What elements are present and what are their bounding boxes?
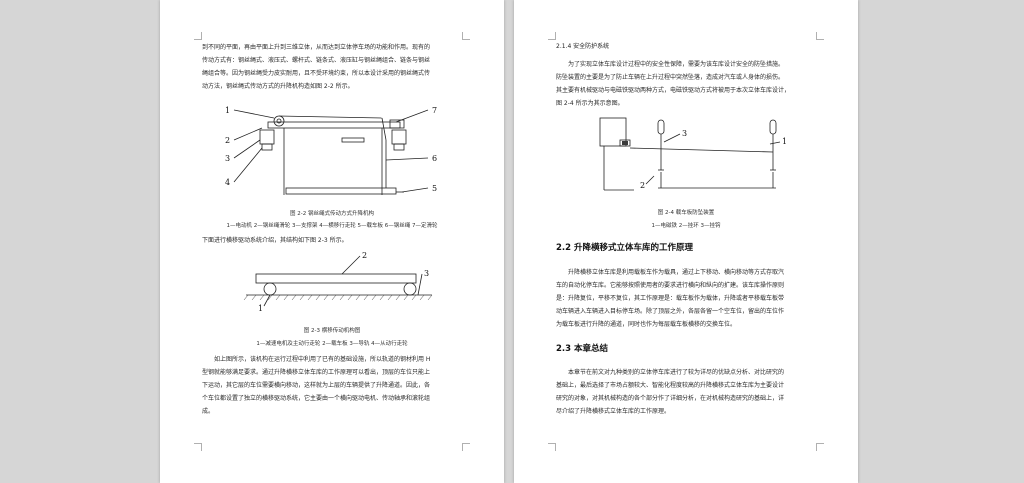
figure-callout: 3 [424, 269, 429, 278]
summary-paragraph: 本章节在前文对九种类别的立体停车库进行了较为详尽的优缺点分析、对比研究的 基础上… [556, 366, 784, 418]
text-line: 成。 [202, 408, 215, 415]
crop-mark [548, 32, 556, 40]
text-line: 防坠装置的主要是为了防止车辆在上升过程中突然坠落，造成对汽车或人身体的损伤。 [556, 74, 785, 81]
crop-mark [462, 32, 470, 40]
principle-paragraph: 升降横移立体车库是利用载板车作为载具，通过上下移动、横向移动等方式存取汽 车的自… [556, 266, 784, 331]
figure-2-2-lift-mechanism: 1 2 3 4 7 6 5 [225, 106, 437, 195]
crop-mark [816, 32, 824, 40]
figure-2-4-legend: 1—电磁铁 2—挂环 3—挂钩 [651, 223, 721, 229]
text-line: 为载车板进行升降的通道，同时也作为每层载车板横移的交换车位。 [556, 321, 737, 328]
crop-mark [548, 443, 556, 451]
figure-callout: 6 [432, 154, 437, 163]
section-heading-2-3: 2.3 本章总结 [556, 344, 609, 354]
figure-callout: 3 [682, 129, 687, 138]
document-page-left: 到不同的平面，再由平面上升到三维立体，从而达到立体停车场的功能和作用。现有的 传… [160, 0, 504, 483]
figure-2-4-caption: 图 2-4 载车板防坠装置 [657, 210, 715, 216]
text-line: 车的自动化停车库。它能够按照使用者的要求进行横向和纵向的扩建。该车库操作原则 [556, 282, 785, 289]
text-line: 研究的对象，对其机械构造的各个部分作了详细分析，在对机械构造研究的基础上，详 [556, 395, 785, 402]
transition-paragraph: 下面进行横移驱动系统介绍，其结构如下图 2-3 所示。 [202, 234, 348, 247]
section-heading-2-2: 2.2 升降横移式立体车库的工作原理 [556, 243, 694, 253]
document-page-right: 2.1.4 安全防护系统 为了实现立体车库设计过程中的安全性保障，需要为该车库设… [514, 0, 858, 483]
figure-callout: 5 [432, 184, 437, 193]
intro-paragraph: 到不同的平面，再由平面上升到三维立体，从而达到立体停车场的功能和作用。现有的 传… [202, 41, 430, 93]
text-line: 基础上，最后选择了市场占额较大、智能化程度较高的升降横移式立体车库为主要设计 [556, 382, 785, 389]
text-line: 图 2-4 所示为其示意图。 [556, 100, 624, 107]
figure-callout: 7 [432, 106, 437, 115]
figure-2-3-caption: 图 2-3 横移传动机构图 [303, 328, 361, 334]
crop-mark [194, 32, 202, 40]
figure-callout: 4 [225, 178, 230, 187]
crop-mark [816, 443, 824, 451]
text-line: 本章节在前文对九种类别的立体停车库进行了较为详尽的优缺点分析、对比研究的 [568, 369, 785, 376]
figure-callout: 1 [258, 304, 263, 312]
figure-2-2-caption: 图 2-2 钢丝绳式传动方式升降机构 [290, 211, 374, 217]
text-line: 如上图所示，该机构在运行过程中利用了已有的基础设施，所以轨道的钢材利用 H [214, 356, 431, 363]
text-line: 升降横移立体车库是利用载板车作为载具，通过上下移动、横向移动等方式存取汽 [568, 269, 785, 276]
text-line: 传动方式有：钢丝绳式、液压式、螺杆式、链条式、液压缸与钢丝绳组合、链条与钢丝 [202, 57, 431, 64]
figure-callout: 2 [640, 181, 645, 190]
text-line: 是：升降复位，平移不复位，其工作原理是：载车板作为载体，升降或者平移载车板带 [556, 295, 785, 302]
text-line: 动车辆进入车辆进入目标停车场。除了顶层之外，各层各留一个空车位，留出的车位作 [556, 308, 785, 315]
figure-callout: 1 [225, 106, 230, 115]
figure-2-3-traverse-mechanism: 2 1 3 [243, 251, 433, 312]
figure-2-3-legend: 1—减速电机及主动行走轮 2—载车板 3—导轨 4—从动行走轮 [256, 341, 408, 347]
text-line: 尽介绍了升降横移式立体车库的工作原理。 [556, 408, 671, 415]
crop-mark [194, 443, 202, 451]
text-line: 下运动，其它层的车位需要横向移动，这样就为上层的车辆提供了升降通道。因此，各 [202, 382, 431, 389]
text-line: 动方法，钢丝绳式传动方式的升降机构造如图 2-2 所示。 [202, 83, 354, 90]
figure-2-4-anti-fall-device: 3 2 1 [599, 117, 787, 191]
text-line: 到不同的平面，再由平面上升到三维立体，从而达到立体停车场的功能和作用。现有的 [202, 44, 431, 51]
safety-paragraph: 为了实现立体车库设计过程中的安全性保障，需要为该车库设计安全的防坠措施。 防坠装… [556, 58, 790, 110]
closing-paragraph: 如上图所示，该机构在运行过程中利用了已有的基础设施，所以轨道的钢材利用 H 型钢… [202, 353, 430, 418]
text-line: 个车位都设置了独立的横移驱动系统，它主要由一个横向驱动电机、传动轴承和滚轮组 [202, 395, 431, 402]
text-line: 下面进行横移驱动系统介绍，其结构如下图 2-3 所示。 [202, 237, 348, 244]
figure-callout: 3 [225, 154, 230, 163]
figure-callout: 2 [362, 251, 367, 260]
text-line: 绳组合等。因为钢丝绳受力皮实耐用，且不受环境约束，所以本设计采用的钢丝绳式传 [202, 70, 431, 77]
crop-mark [462, 443, 470, 451]
section-heading-2-1-4: 2.1.4 安全防护系统 [556, 43, 610, 50]
figure-callout: 2 [225, 136, 230, 145]
text-line: 其主要有机械驱动与电磁铁驱动两种方式，电磁铁驱动方式将被用于本次立体车库设计， [556, 87, 791, 94]
figure-2-2-legend: 1—电动机 2—钢丝绳滑轮 3—支撑架 4—横移行走轮 5—载车板 6—钢丝绳 … [226, 223, 438, 229]
figure-callout: 1 [782, 137, 787, 146]
text-line: 为了实现立体车库设计过程中的安全性保障，需要为该车库设计安全的防坠措施。 [568, 61, 785, 68]
text-line: 型钢就能够满足要求。通过升降横移立体车库的工作原理可以看出，顶层的车位只能上 [202, 369, 431, 376]
